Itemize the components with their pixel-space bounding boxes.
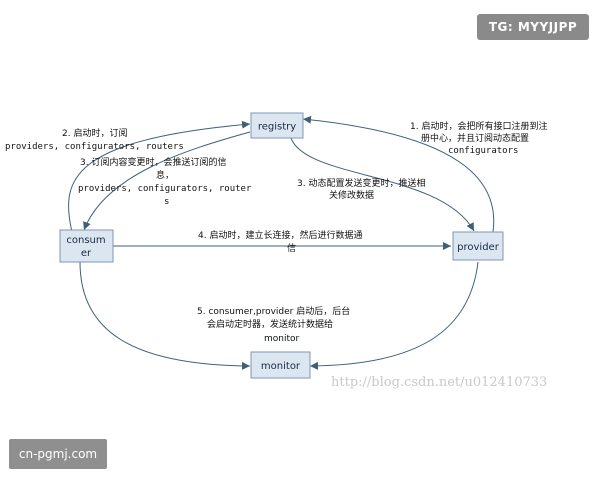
edge-label-2: 2. 启动时，订阅 providers, configurators, rout… (5, 127, 184, 152)
edge-label-1-line-1: 1. 启动时，会把所有接口注册到注 (410, 120, 547, 132)
edge-label-3a-line-1: 3. 订阅内容变更时，会推送订阅的信 (80, 156, 226, 168)
watermark-url: http://blog.csdn.net/u012410733 (331, 375, 547, 390)
edge-label-3a-line-4: s (164, 197, 169, 207)
edge-label-1: 1. 启动时，会把所有接口注册到注 册中心，并且订阅动态配置 configura… (410, 120, 547, 156)
edge-label-2-line-1: 2. 启动时，订阅 (62, 127, 127, 139)
edge-label-5: 5. consumer,provider 启动后，后台 会启动定时器，发送统计数… (197, 305, 350, 344)
node-consumer-label-1: consum (66, 235, 105, 246)
edge-label-3a-line-3: providers, configurators, router (78, 184, 252, 194)
node-consumer-label-2: er (81, 248, 92, 259)
edge-label-5-line-1: 5. consumer,provider 启动后，后台 (197, 305, 350, 317)
edge-registry-to-consumer (83, 131, 251, 231)
edge-label-4-line-2: 信 (287, 242, 296, 254)
edge-provider-to-monitor (309, 261, 479, 370)
edge-provider-to-registry (302, 115, 495, 233)
node-provider-label: provider (457, 242, 500, 253)
node-registry-label: registry (258, 122, 296, 133)
edge-label-4-line-1: 4. 启动时，建立长连接，然后进行数据通 (198, 229, 362, 241)
node-consumer: consum er (59, 229, 114, 263)
node-provider: provider (452, 231, 504, 261)
edge-label-3a-line-2: 息， (156, 169, 174, 181)
edge-label-3b-line-1: 3. 动态配置发送变更时，推送相 (297, 177, 425, 189)
node-monitor-label: monitor (261, 361, 301, 372)
edge-label-3b: 3. 动态配置发送变更时，推送相 关修改数据 (297, 177, 425, 201)
edge-label-2-line-2: providers, configurators, routers (5, 142, 184, 152)
node-monitor: monitor (250, 351, 311, 379)
edge-label-5-line-2: 会启动定时器，发送统计数据给 (207, 318, 333, 330)
edge-label-5-line-3: monitor (264, 334, 300, 344)
node-registry: registry (250, 112, 304, 139)
edge-consumer-to-registry (68, 120, 251, 233)
edge-label-3a: 3. 订阅内容变更时，会推送订阅的信 息， providers, configu… (78, 156, 252, 207)
edge-label-3b-line-2: 关修改数据 (329, 189, 374, 201)
edge-registry-to-provider (289, 134, 475, 232)
edge-label-1-line-2: 册中心，并且订阅动态配置 (421, 132, 529, 144)
edge-consumer-to-monitor (79, 261, 251, 370)
edge-label-4: 4. 启动时，建立长连接，然后进行数据通 信 (198, 229, 362, 254)
site-watermark-badge: cn-pgmj.com (9, 439, 107, 469)
tg-watermark-badge: TG: MYYJJPP (477, 14, 589, 40)
edge-label-1-line-3: configurators (448, 146, 518, 156)
